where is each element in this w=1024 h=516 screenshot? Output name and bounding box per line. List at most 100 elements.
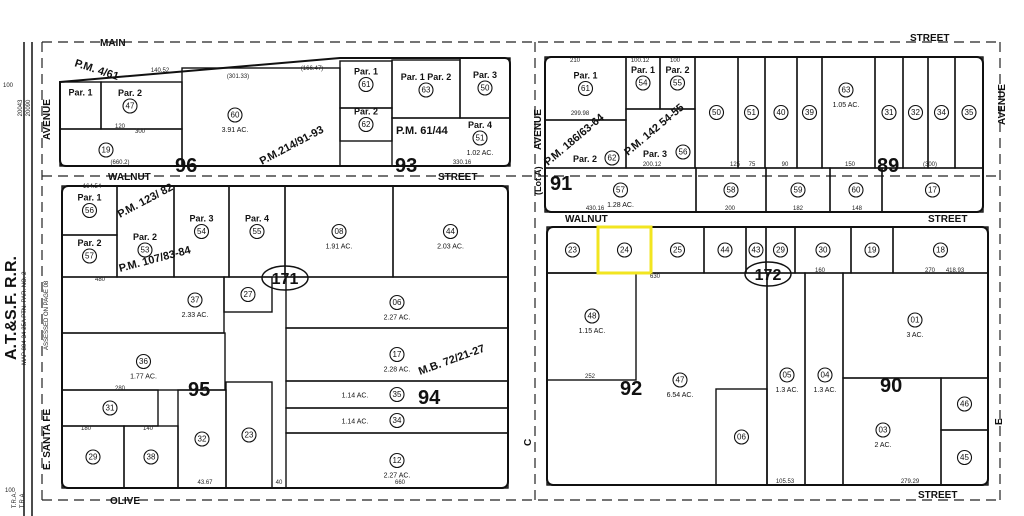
parcel-63[interactable]: Par. 1 Par. 263	[391, 59, 461, 119]
parcel-number-circle	[604, 150, 620, 166]
parcel-24[interactable]: 24	[596, 225, 653, 275]
parcel-number: 29	[89, 453, 98, 462]
parcel-number: 55	[253, 227, 262, 236]
dimension-label: 660	[395, 480, 406, 486]
parcel-54[interactable]: Par. 354	[173, 185, 230, 278]
parcel-60[interactable]: 603.91 AC.	[181, 67, 341, 167]
parcel-number: 60	[852, 186, 861, 195]
parcel-par-label: Par. 2	[118, 88, 142, 98]
dimension-label: 105.53	[776, 479, 795, 485]
parcel-01[interactable]: 013 AC.	[842, 272, 989, 379]
dimension: 100	[3, 83, 14, 89]
parcel-34[interactable]: 341.14 AC.	[285, 407, 509, 434]
parcel-44[interactable]: 442.03 AC.	[392, 185, 509, 278]
parcel-34[interactable]: 34	[927, 56, 956, 169]
parcel-40[interactable]: 40	[764, 56, 798, 169]
parcel-17[interactable]: 17	[881, 167, 984, 213]
parcel-08[interactable]: 081.91 AC.	[284, 185, 394, 278]
parcel-number: 61	[362, 80, 371, 89]
parcel-55[interactable]: Par. 255	[659, 56, 696, 110]
parcel-19[interactable]: 19	[850, 226, 894, 274]
parcel-acreage: 3.91 AC.	[222, 127, 249, 134]
parcel-31[interactable]: 31	[61, 389, 159, 427]
parcel-acreage: 1.05 AC.	[833, 102, 860, 109]
parcel-58[interactable]: 58	[695, 167, 767, 213]
parcel-number-circle	[743, 104, 760, 121]
parcel-61[interactable]: Par. 1 61	[339, 60, 393, 109]
parcel-30[interactable]: 30	[794, 226, 852, 274]
map-page-oval	[744, 261, 792, 287]
street-label-avenue: AVENUE	[997, 84, 1008, 125]
parcel-17[interactable]: 172.28 AC.	[285, 327, 509, 382]
parcel-number-circle	[358, 76, 374, 93]
parcel-44[interactable]: 44	[703, 226, 747, 274]
parcel-46[interactable]: 46	[940, 377, 989, 431]
parcel-boundary	[821, 56, 876, 169]
parcel-32[interactable]: 32	[902, 56, 929, 169]
parcel-50[interactable]: 50	[694, 56, 739, 169]
parcel-31[interactable]: 31	[874, 56, 904, 169]
parcel-number: 35	[965, 108, 974, 117]
street-label: STREET	[910, 33, 949, 44]
parcel-06[interactable]: 062.27 AC.	[285, 276, 509, 329]
parcel-number: 34	[937, 108, 946, 117]
parcel-35[interactable]: 351.14 AC.	[285, 380, 509, 409]
parcel-boundary	[285, 432, 509, 489]
street-label-walnut: WALNUT	[565, 214, 608, 225]
parcel-number-circle	[193, 223, 210, 240]
parcel-51[interactable]: 51	[737, 56, 766, 169]
parcel-50[interactable]: Par. 350	[459, 57, 511, 119]
parcel-55[interactable]: Par. 455	[228, 185, 286, 278]
parcel-35[interactable]: 35	[954, 56, 984, 169]
block-number: 96	[175, 155, 197, 177]
parcel-23[interactable]: 23	[225, 381, 273, 489]
parcel-number: 17	[393, 350, 402, 359]
parcel-number-circle	[772, 242, 789, 258]
street-label-e: E	[994, 418, 1005, 425]
parcel-05[interactable]: 051.3 AC.	[766, 272, 806, 486]
parcel-27[interactable]: 27	[223, 276, 273, 313]
parcel-18[interactable]: 18	[892, 226, 989, 274]
parcel-39[interactable]: 39	[796, 56, 823, 169]
parcel-57[interactable]: Par. 257	[61, 234, 118, 278]
parcel-par[interactable]: Par. 1	[59, 81, 102, 130]
parcel-boundary	[881, 167, 984, 213]
parcel-56[interactable]: Par. 156	[61, 185, 118, 236]
dimension-label: 200	[725, 206, 736, 212]
street-label: STREET	[928, 214, 967, 225]
parcel-47[interactable]: Par. 247	[100, 81, 183, 130]
parcel-acreage: 1.02 AC.	[467, 150, 494, 157]
parcel-38[interactable]: 38	[123, 425, 179, 489]
parcel-number-circle	[122, 98, 138, 114]
parcel-12[interactable]: 122.27 AC.	[285, 432, 509, 489]
parcel-62[interactable]: Par. 2 62	[339, 107, 393, 142]
dimension-label: 300	[135, 129, 146, 135]
parcel-number: 19	[102, 146, 111, 155]
parcel-23[interactable]: 23	[546, 226, 599, 274]
parcel-number: 50	[712, 108, 721, 117]
parcel-number: 55	[673, 79, 682, 88]
dimension-label: 140	[143, 426, 154, 432]
parcel-par-label: Par. 2	[354, 107, 378, 117]
parcel-54[interactable]: Par. 154	[625, 56, 661, 110]
parcel-number: 43	[752, 246, 761, 255]
parcel-63[interactable]: 631.05 AC.	[821, 56, 876, 169]
parcel-37[interactable]: 372.33 AC.	[61, 276, 225, 334]
parcel-04[interactable]: 041.3 AC.	[804, 272, 844, 486]
parcel-number: 62	[362, 120, 371, 129]
parcel-32[interactable]: 32	[177, 389, 227, 489]
parcel-48[interactable]: 481.15 AC.	[546, 272, 637, 381]
parcel-number: 37	[191, 296, 200, 305]
parcel-number: 56	[85, 206, 94, 215]
parcel-47[interactable]: 476.54 AC.	[546, 272, 768, 486]
parcel-53[interactable]: Par. 253	[116, 185, 175, 278]
parcel-number-circle	[85, 449, 101, 465]
parcel-06[interactable]: 06	[715, 388, 768, 486]
parcel-29[interactable]: 29	[61, 425, 125, 489]
parcel-number-circle	[748, 242, 764, 258]
parcel-par-label: Par. 1	[354, 67, 378, 77]
parcel-25[interactable]: 25	[650, 226, 705, 274]
parcel-number: 54	[639, 79, 648, 88]
parcel-45[interactable]: 45	[940, 429, 989, 486]
